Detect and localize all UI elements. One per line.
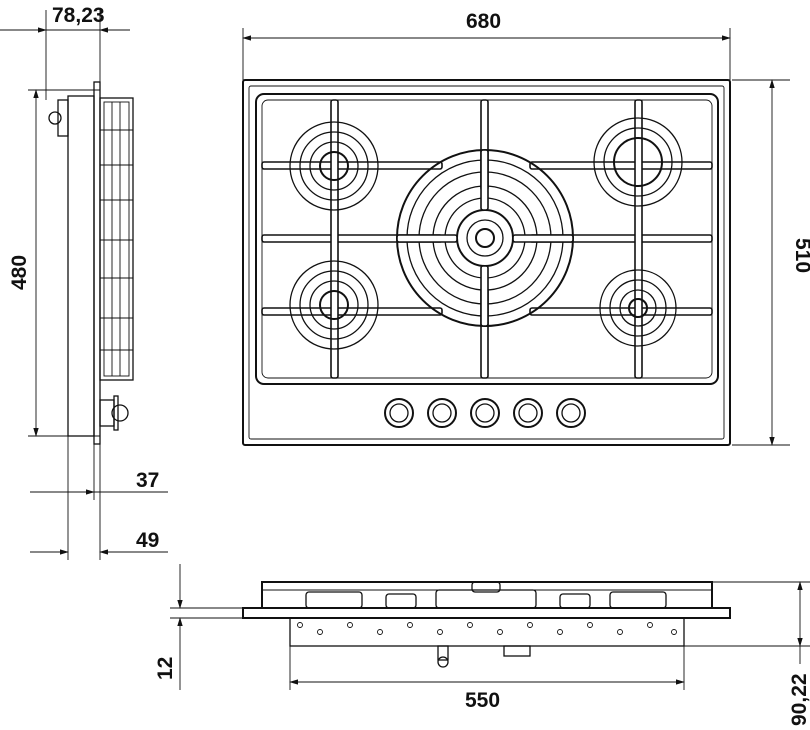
dim-side-49: 49 (30, 436, 168, 560)
dim-label-550: 550 (465, 689, 500, 712)
front-glass-plate (242, 607, 731, 619)
dim-label-480: 480 (8, 255, 31, 290)
burner-bottom-left (289, 260, 379, 350)
dim-side-top-width: 78,23 (0, 4, 130, 100)
control-knobs (384, 398, 586, 428)
front-body-box (289, 617, 685, 647)
dim-front-12: 12 (154, 564, 243, 690)
dim-side-37: 37 (30, 444, 168, 500)
burner-top-right (593, 117, 683, 207)
dim-label-37: 37 (136, 469, 159, 492)
dim-label-510: 510 (791, 238, 810, 273)
burner-bottom-right (599, 269, 677, 347)
dim-label-78-23: 78,23 (52, 4, 105, 27)
front-view: 12 90,22 550 (154, 564, 810, 726)
dim-label-90-22: 90,22 (788, 673, 810, 726)
dim-top-height: 510 (732, 79, 810, 446)
hob-glass-plate (242, 79, 731, 446)
burner-top-left (289, 121, 379, 211)
knob-1 (384, 398, 414, 428)
front-body-holes (297, 622, 677, 635)
dim-label-680: 680 (466, 10, 501, 33)
dim-front-550: 550 (289, 646, 685, 712)
knob-4 (513, 398, 543, 428)
dim-top-width: 680 (242, 10, 731, 80)
dim-side-height: 480 (8, 89, 100, 437)
dim-label-12: 12 (154, 657, 177, 680)
side-profile (48, 81, 134, 445)
dim-label-49: 49 (136, 529, 159, 552)
knob-3 (470, 398, 500, 428)
pan-support-grate (255, 93, 719, 385)
dim-front-90-22: 90,22 (684, 581, 810, 726)
burner-center-wok (396, 149, 574, 327)
knob-2 (427, 398, 457, 428)
front-burners (305, 581, 667, 609)
side-view: 78,23 480 (0, 4, 168, 560)
knob-5 (556, 398, 586, 428)
top-view: 680 510 (242, 10, 810, 446)
